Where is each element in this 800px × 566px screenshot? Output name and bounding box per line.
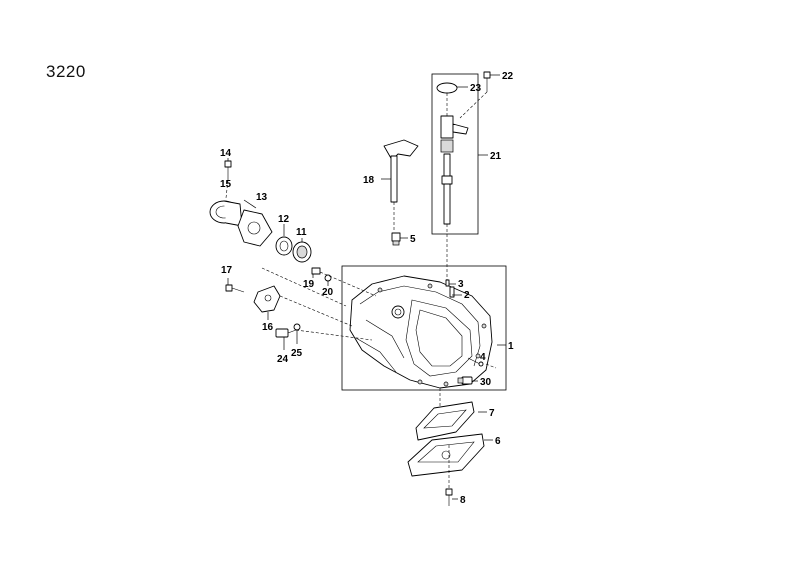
callout-labels: 1 2 3 4 5 6 7 8 11 12 13 14 15 16 17 18 …: [220, 71, 514, 506]
callout-16: 16: [262, 322, 274, 333]
bolt-part-8: [445, 488, 453, 506]
callout-23: 23: [470, 83, 482, 94]
bolt-part-17: [225, 284, 245, 293]
speedometer-group-box: [431, 73, 479, 235]
bearing-retainer-part-13: [237, 209, 273, 247]
callout-5: 5: [410, 234, 416, 245]
callout-18: 18: [363, 175, 375, 186]
callout-2: 2: [464, 290, 470, 301]
bolt-part-5: [391, 232, 401, 246]
shift-shaft-part-18: [383, 139, 419, 203]
release-bearing-part-15: [209, 200, 243, 227]
callout-25: 25: [291, 348, 303, 359]
housing-group-box: [341, 265, 507, 391]
washer-part-20: [324, 274, 332, 282]
callout-13: 13: [256, 192, 268, 203]
callout-14: 14: [220, 148, 232, 159]
gasket-part-7: [415, 401, 475, 441]
stud-part-4: [467, 357, 484, 367]
callout-21: 21: [490, 151, 502, 162]
figure-number: 3220: [46, 62, 86, 81]
washer-part-25: [293, 323, 301, 331]
callout-17: 17: [221, 265, 233, 276]
bolt-part-14: [224, 160, 232, 180]
plug-part-30: [457, 376, 473, 385]
assembly-lines: [225, 91, 497, 489]
callout-4: 4: [480, 352, 486, 363]
callout-6: 6: [495, 436, 501, 447]
shift-fork-part-16: [253, 285, 281, 313]
callout-19: 19: [303, 279, 315, 290]
callout-15: 15: [220, 179, 232, 190]
bearing-part-11: [292, 241, 312, 263]
callout-8: 8: [460, 495, 466, 506]
pin-part-3: [445, 279, 450, 287]
callout-7: 7: [489, 408, 495, 419]
callout-1: 1: [508, 341, 514, 352]
leader-lines: [227, 74, 506, 500]
cover-part-6: [407, 433, 485, 477]
o-ring-part-23: [436, 82, 458, 94]
callout-11: 11: [296, 227, 307, 238]
callout-30: 30: [480, 377, 492, 388]
bolt-part-22: [483, 71, 491, 92]
seal-part-12: [275, 236, 293, 256]
speedometer-gear-part-21: [440, 115, 469, 225]
transmission-housing: [349, 275, 493, 389]
callout-20: 20: [322, 287, 334, 298]
callout-12: 12: [278, 214, 290, 225]
switch-part-24: [275, 328, 297, 338]
callout-22: 22: [502, 71, 514, 82]
callout-3: 3: [458, 279, 464, 290]
bolt-part-2: [449, 286, 455, 298]
callout-24: 24: [277, 354, 289, 365]
plug-part-19: [311, 267, 321, 275]
